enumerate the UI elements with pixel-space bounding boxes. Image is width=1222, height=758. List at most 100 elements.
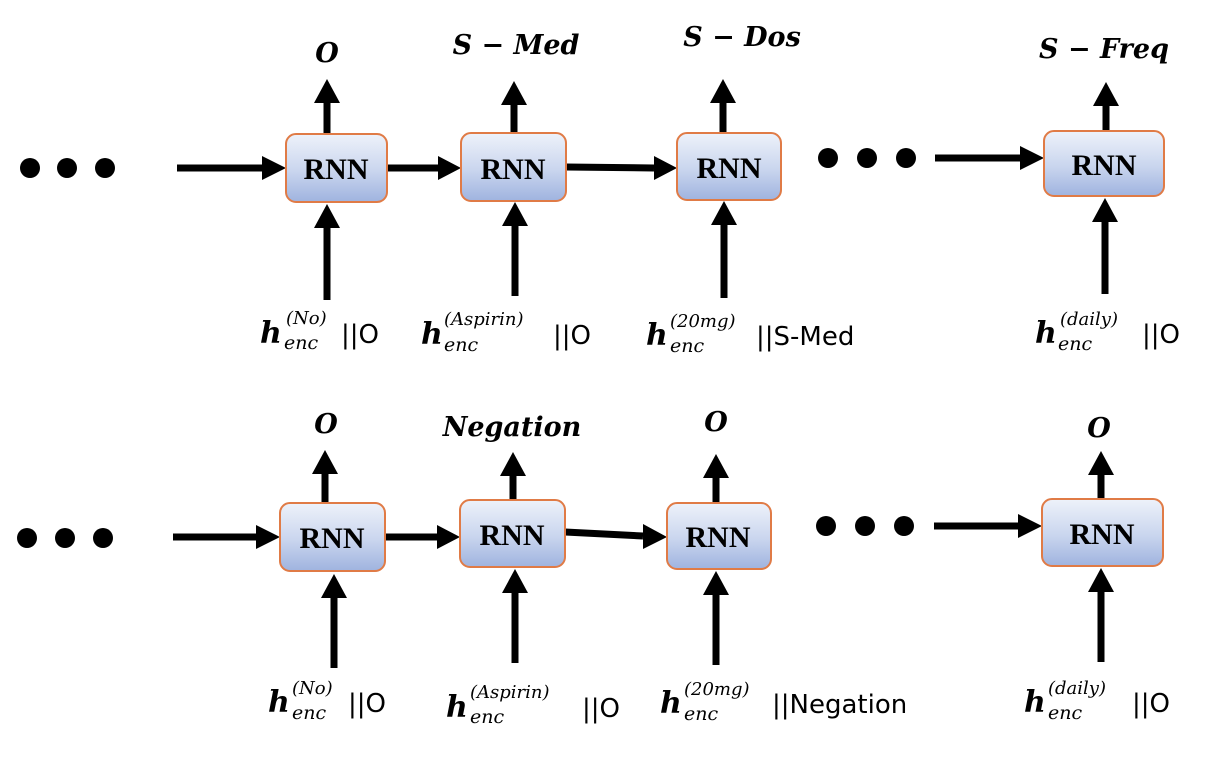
input-label: h (20mg) enc ||S-Med xyxy=(646,311,854,357)
input-arrowhead xyxy=(711,201,737,225)
input-label: h (No) enc ||O xyxy=(260,308,379,354)
output-arrowhead xyxy=(501,81,527,105)
rnn-cell: RNN S − Med h (Aspirin) enc ||O xyxy=(421,30,591,356)
input-tag: ||O xyxy=(341,320,379,350)
enc-subscript: enc xyxy=(444,334,478,356)
rnn-cell: RNN Negation h (Aspirin) enc ||O xyxy=(442,412,620,728)
recurrent-arrow xyxy=(385,525,460,549)
enc-subscript: enc xyxy=(284,332,318,354)
output-arrowhead xyxy=(710,79,736,103)
output-tag: S − Med xyxy=(453,30,580,61)
h-symbol: h xyxy=(446,690,468,725)
rnn-label: RNN xyxy=(686,521,751,554)
middle-ellipsis xyxy=(816,516,914,536)
recurrent-arrow xyxy=(934,514,1042,538)
input-tag: ||S-Med xyxy=(756,322,854,352)
input-token: (Aspirin) xyxy=(444,309,524,330)
input-tag: ||O xyxy=(1132,689,1170,719)
middle-ellipsis xyxy=(818,148,916,168)
output-tag: S − Dos xyxy=(683,22,801,53)
row-2: RNN O h (No) enc ||O RNN Negation h (Asp… xyxy=(17,407,1170,728)
recurrent-arrow xyxy=(935,146,1044,170)
input-token: (Aspirin) xyxy=(470,682,550,703)
output-tag: O xyxy=(1087,413,1111,444)
h-symbol: h xyxy=(421,317,443,352)
output-tag: O xyxy=(315,38,339,69)
output-arrowhead xyxy=(1093,82,1119,106)
rnn-cell: RNN O h (No) enc ||O xyxy=(260,38,388,354)
rnn-node xyxy=(1041,498,1164,567)
rnn-node xyxy=(460,132,567,202)
output-tag: Negation xyxy=(442,412,582,443)
input-arrowhead xyxy=(314,204,340,228)
rnn-cell: RNN S − Dos h (20mg) enc ||S-Med xyxy=(646,22,854,357)
h-symbol: h xyxy=(1035,316,1057,351)
recurrent-arrow xyxy=(173,525,280,549)
enc-subscript: enc xyxy=(1048,702,1082,724)
output-arrowhead xyxy=(312,450,338,474)
input-token: (No) xyxy=(286,308,327,329)
rnn-cell: RNN O h (daily) enc ||O xyxy=(1024,413,1170,724)
recurrent-arrow xyxy=(387,156,461,180)
input-tag: ||O xyxy=(582,694,620,724)
enc-subscript: enc xyxy=(684,703,718,725)
input-token: (daily) xyxy=(1048,678,1106,699)
rnn-node xyxy=(666,502,772,570)
input-token: (daily) xyxy=(1060,309,1118,330)
rnn-label: RNN xyxy=(304,153,369,186)
rnn-node xyxy=(1043,130,1165,197)
input-label: h (daily) enc ||O xyxy=(1035,309,1180,355)
input-tag: ||Negation xyxy=(772,690,907,720)
h-symbol: h xyxy=(268,685,290,720)
output-arrowhead xyxy=(703,454,729,478)
enc-subscript: enc xyxy=(470,706,504,728)
output-tag: S − Freq xyxy=(1039,34,1169,65)
input-label: h (20mg) enc ||Negation xyxy=(660,679,907,725)
output-tag: O xyxy=(704,407,728,438)
rnn-node xyxy=(459,499,566,568)
input-token: (20mg) xyxy=(670,311,736,332)
output-arrowhead xyxy=(314,79,340,103)
input-tag: ||O xyxy=(1142,320,1180,350)
input-tag: ||O xyxy=(348,689,386,719)
enc-subscript: enc xyxy=(292,702,326,724)
enc-subscript: enc xyxy=(1058,333,1092,355)
rnn-cell: RNN O h (No) enc ||O xyxy=(268,409,386,724)
rnn-label: RNN xyxy=(481,153,546,186)
leading-ellipsis xyxy=(20,158,115,178)
rnn-node xyxy=(285,133,388,203)
h-symbol: h xyxy=(260,316,282,351)
input-label: h (daily) enc ||O xyxy=(1024,678,1170,724)
h-symbol: h xyxy=(1024,685,1046,720)
rnn-label: RNN xyxy=(480,519,545,552)
h-symbol: h xyxy=(646,318,668,353)
row-1: RNN O h (No) enc ||O RNN S − Med h (Aspi… xyxy=(20,22,1180,357)
input-arrowhead xyxy=(1092,198,1118,222)
output-tag: O xyxy=(314,409,338,440)
input-arrowhead xyxy=(703,571,729,595)
rnn-label: RNN xyxy=(300,522,365,555)
input-token: (20mg) xyxy=(684,679,750,700)
input-label: h (Aspirin) enc ||O xyxy=(421,309,591,356)
input-tag: ||O xyxy=(553,321,591,351)
input-label: h (No) enc ||O xyxy=(268,678,386,724)
rnn-cell: RNN S − Freq h (daily) enc ||O xyxy=(1035,34,1180,355)
recurrent-arrow xyxy=(564,524,667,549)
input-arrowhead xyxy=(502,569,528,593)
rnn-label: RNN xyxy=(1070,518,1135,551)
input-token: (No) xyxy=(292,678,333,699)
output-arrowhead xyxy=(500,452,526,476)
rnn-node xyxy=(279,502,386,572)
rnn-node xyxy=(676,132,782,201)
input-arrowhead xyxy=(1088,568,1114,592)
rnn-cell: RNN O h (20mg) enc ||Negation xyxy=(660,407,907,725)
input-label: h (Aspirin) enc ||O xyxy=(446,682,620,728)
input-arrowhead xyxy=(321,574,347,598)
leading-ellipsis xyxy=(17,528,113,548)
rnn-label: RNN xyxy=(1072,149,1137,182)
output-arrowhead xyxy=(1088,451,1114,475)
rnn-label: RNN xyxy=(697,152,762,185)
enc-subscript: enc xyxy=(670,335,704,357)
input-arrowhead xyxy=(502,202,528,226)
